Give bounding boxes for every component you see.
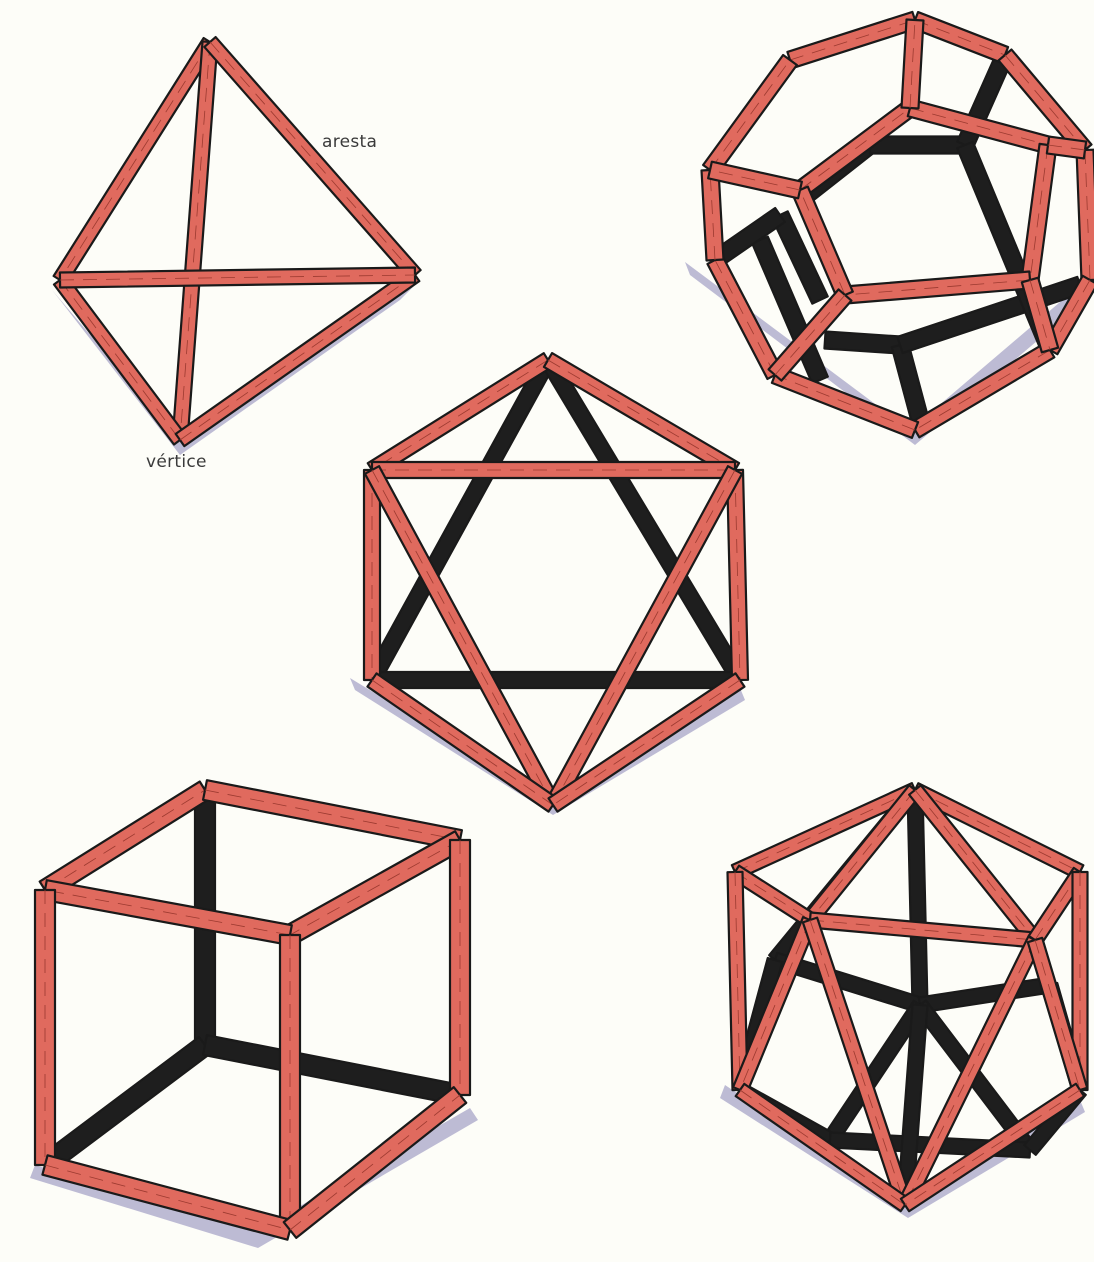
dodecahedron-front-edge (703, 55, 797, 175)
octahedron-back-edge (372, 672, 740, 688)
dodecahedron-front-edge (902, 20, 924, 109)
edge-label: aresta (322, 132, 377, 152)
dodecahedron-front-edge (1077, 150, 1094, 281)
cube-front-edge (284, 1087, 466, 1238)
tetrahedron-front-edge (60, 268, 415, 288)
icosahedron-back-edge (908, 790, 928, 1005)
cube-front-edge-grain (290, 840, 460, 935)
dodecahedron-front-edge (702, 170, 724, 261)
dodecahedron-back-edge (892, 343, 928, 422)
cube-back-edge (39, 1037, 211, 1173)
dodecahedron-back-edge (824, 332, 900, 354)
icosahedron-figure (728, 783, 1088, 1211)
cube-front-edge (203, 780, 462, 850)
icosahedron-back-edge (919, 978, 1051, 1013)
dodecahedron-front-edge (1022, 144, 1057, 281)
vertex-label: vértice (146, 452, 207, 472)
dodecahedron-front-edge (1047, 137, 1086, 159)
octahedron-figure (364, 353, 748, 812)
cube-back-edge (203, 1035, 462, 1105)
tetrahedron-figure (54, 37, 421, 446)
tetrahedron-front-edge-grain (60, 280, 180, 440)
dodecahedron-figure (702, 12, 1094, 438)
dodecahedron-front-edge (787, 12, 917, 68)
tetrahedron-front-edge (204, 37, 420, 280)
cube-figure (35, 780, 470, 1239)
